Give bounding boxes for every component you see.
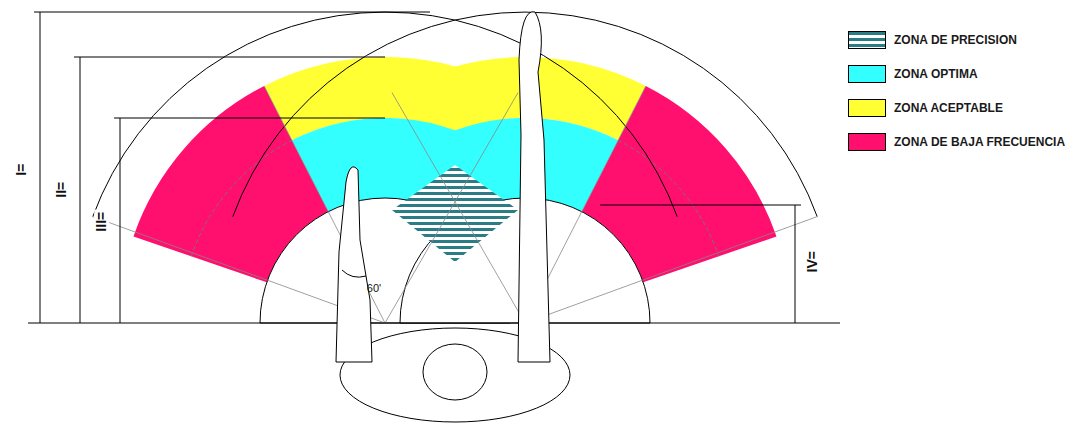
dimension-label: I= (14, 162, 29, 178)
legend-text: ZONA DE PRECISION (894, 33, 1017, 47)
legend-text: ZONA OPTIMA (894, 67, 978, 81)
baseline (28, 323, 840, 324)
legend-row: ZONA DE BAJA FRECUENCIA (848, 131, 1065, 153)
legend-swatch (848, 133, 886, 151)
legend-text: ZONA DE BAJA FRECUENCIA (894, 135, 1065, 149)
dimension-label: III= (94, 210, 109, 234)
legend-row: ZONA ACEPTABLE (848, 97, 1003, 119)
radial-lines (93, 86, 817, 323)
precision-zone (392, 165, 518, 262)
legend-swatch (848, 99, 886, 117)
angle-label: 60' (365, 282, 383, 294)
legend-swatch (848, 31, 886, 49)
dimension-label: IV= (805, 249, 820, 274)
dashed-arc (618, 140, 719, 256)
legend-text: ZONA ACEPTABLE (894, 101, 1003, 115)
dashed-arc (191, 140, 292, 256)
legend-swatch (848, 65, 886, 83)
outer-arc (93, 12, 677, 217)
operator-figure (336, 12, 570, 422)
legend-row: ZONA OPTIMA (848, 63, 978, 85)
legend-row: ZONA DE PRECISION (848, 29, 1017, 51)
angle-arc (342, 270, 366, 277)
dimension-label: II= (54, 180, 69, 200)
dimension-lines (34, 12, 801, 323)
